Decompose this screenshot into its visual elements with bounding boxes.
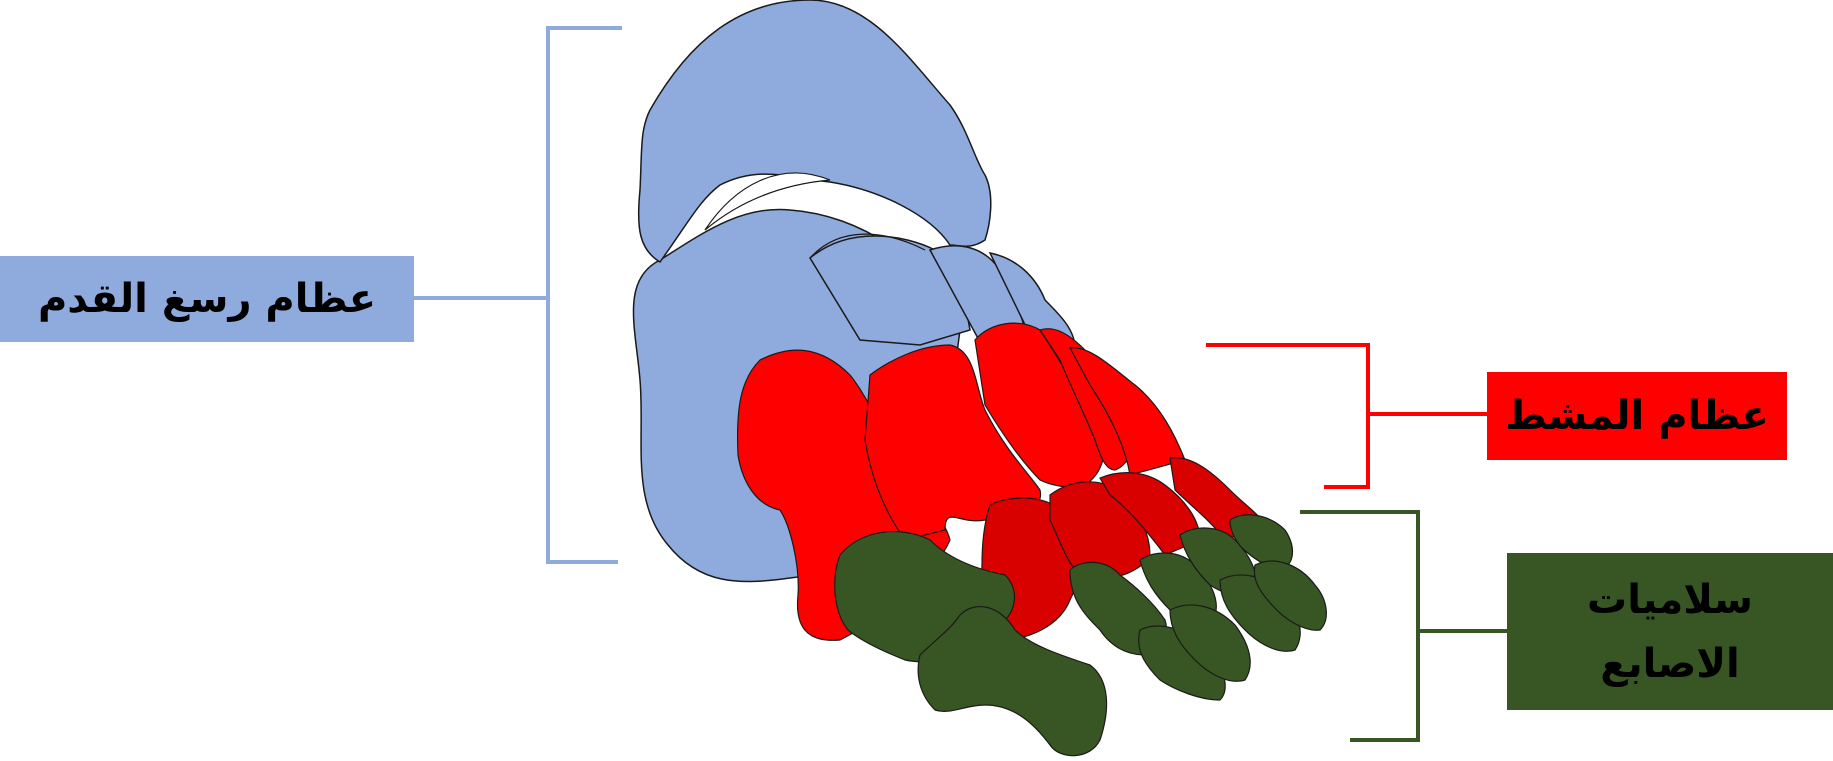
- metatarsal-bone-5: [1069, 347, 1186, 476]
- phalanges-label: سلاميات الاصابع: [1507, 553, 1833, 710]
- phalanges-label-line-1: سلاميات: [1587, 576, 1754, 623]
- phalanx-big-toe-distal: [917, 606, 1108, 757]
- bone-gap: [704, 172, 831, 231]
- phalanges-bracket: [1300, 510, 1507, 742]
- tarsal-bones-label-text: عظام رسغ القدم: [37, 276, 377, 322]
- phalanges-label-line-2: الاصابع: [1600, 640, 1740, 687]
- metatarsal-bracket: [1206, 343, 1487, 489]
- metatarsal-bones-label: عظام المشط: [1487, 372, 1787, 460]
- bone-contour: [809, 233, 926, 259]
- metatarsal-bones-label-text: عظام المشط: [1505, 393, 1769, 439]
- phalanx-toe-5-distal: [1253, 560, 1327, 631]
- phalanges-bones: [834, 514, 1327, 757]
- tarsal-bones-label: عظام رسغ القدم: [0, 256, 414, 342]
- metatarsal-head-3: [1099, 472, 1201, 556]
- tarsal-bracket: [414, 26, 622, 564]
- phalanx-toe-3-distal: [1169, 604, 1251, 682]
